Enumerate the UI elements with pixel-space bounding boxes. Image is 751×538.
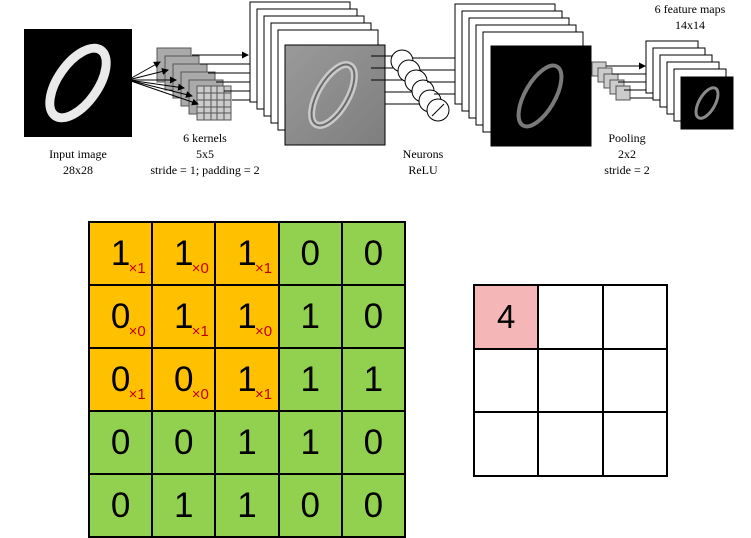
kernel-stack	[156, 47, 232, 121]
cell-value: 0	[110, 360, 131, 399]
input-digit-image	[24, 29, 132, 137]
input-cell: 0	[342, 412, 406, 475]
pooled-feature-maps	[645, 40, 734, 130]
input-cell: 1×1	[216, 223, 280, 286]
input-cell: 0	[90, 475, 154, 538]
cell-value: 1	[174, 297, 194, 336]
cell-value: 1	[237, 234, 257, 273]
kernel-weight: ×0	[191, 259, 209, 277]
kernel-weight: ×1	[191, 322, 209, 340]
pooling-size-label: 2x2	[618, 147, 636, 161]
cell-value: 1	[300, 297, 320, 336]
input-cell: 1×0	[216, 286, 280, 349]
output-cell	[603, 413, 668, 477]
input-cell: 1	[153, 475, 217, 538]
output-cell	[539, 286, 604, 350]
output-cell	[539, 413, 604, 477]
cell-value: 1	[237, 297, 257, 336]
cell-value: 1	[110, 234, 131, 273]
cell-value: 0	[110, 486, 131, 525]
relu-feature-maps	[454, 3, 592, 147]
output-cell	[539, 349, 604, 414]
input-cell: 1	[279, 349, 343, 412]
kernels-params-label: stride = 1; padding = 2	[150, 163, 259, 177]
input-cell: 1	[216, 475, 280, 538]
feature-maps-label: 6 feature maps	[655, 2, 726, 16]
pooling-windows	[591, 61, 631, 101]
cell-value: 0	[174, 423, 194, 462]
input-to-kernel-arrows	[127, 61, 199, 106]
input-cell: 1	[279, 286, 343, 349]
input-cell: 0×0	[153, 349, 217, 412]
input-cell: 0	[153, 412, 217, 475]
kernel-weight: ×0	[128, 322, 146, 340]
input-cell: 1	[216, 412, 280, 475]
cell-value: 1	[174, 234, 194, 273]
conv-feature-maps	[249, 1, 386, 146]
kernels-size-label: 5x5	[196, 147, 214, 161]
cell-value: 0	[300, 234, 320, 273]
output-cell	[475, 413, 540, 477]
output-cell-result: 4	[475, 286, 540, 350]
kernel-weight: ×0	[254, 322, 273, 340]
cell-value: 1	[237, 486, 257, 525]
cell-value: 0	[110, 423, 131, 462]
cell-value: 1	[300, 360, 320, 399]
kernel-weight: ×1	[128, 385, 146, 403]
input-cell: 1×1	[90, 223, 154, 286]
input-cell: 0×1	[90, 349, 154, 412]
cnn-pipeline-diagram: Input image 28x28 6 kernels 5x5 stride =…	[24, 1, 734, 177]
feature-maps-size-label: 14x14	[675, 18, 705, 32]
input-cell: 0	[279, 223, 343, 286]
output-cell	[475, 349, 540, 414]
input-cell: 1	[342, 349, 406, 412]
kernel-weight: ×1	[254, 259, 273, 277]
input-size-label: 28x28	[63, 163, 93, 177]
input-cell: 0	[279, 475, 343, 538]
cell-value: 0	[363, 486, 384, 525]
kernel-weight: ×1	[128, 259, 146, 277]
cell-value: 0	[174, 360, 194, 399]
relu-neurons	[390, 49, 450, 122]
cell-value: 1	[174, 486, 194, 525]
kernels-label: 6 kernels	[183, 131, 227, 145]
input-cell: 1×0	[153, 223, 217, 286]
kernel-weight: ×1	[254, 385, 273, 403]
output-cell	[603, 286, 668, 350]
cell-value: 0	[363, 297, 384, 336]
output-feature-map: 4	[473, 284, 668, 477]
input-cell: 0	[342, 223, 406, 286]
input-cell: 1×1	[153, 286, 217, 349]
cell-value: 0	[363, 234, 384, 273]
cell-value: 1	[300, 423, 320, 462]
pooling-stride-label: stride = 2	[604, 163, 649, 177]
cell-value: 0	[363, 423, 384, 462]
pooling-label: Pooling	[608, 131, 645, 145]
input-cell: 0	[90, 412, 154, 475]
input-cell: 1	[279, 412, 343, 475]
input-cell: 0×0	[90, 286, 154, 349]
relu-label: ReLU	[408, 163, 438, 177]
kernel-weight: ×0	[191, 385, 209, 403]
cell-value: 0	[110, 297, 131, 336]
input-matrix: 1×1 1×0 1×1 0 0 0×0 1×1 1×0 1 0 0×1 0×0 …	[88, 221, 406, 538]
cell-value: 0	[300, 486, 320, 525]
cell-value: 1	[237, 360, 257, 399]
output-cell	[603, 349, 668, 414]
cell-value: 1	[363, 360, 384, 399]
cell-value: 1	[237, 423, 257, 462]
input-cell: 1×1	[216, 349, 280, 412]
input-image-label: Input image	[49, 147, 107, 161]
input-cell: 0	[342, 286, 406, 349]
input-cell: 0	[342, 475, 406, 538]
neurons-label: Neurons	[403, 147, 444, 161]
